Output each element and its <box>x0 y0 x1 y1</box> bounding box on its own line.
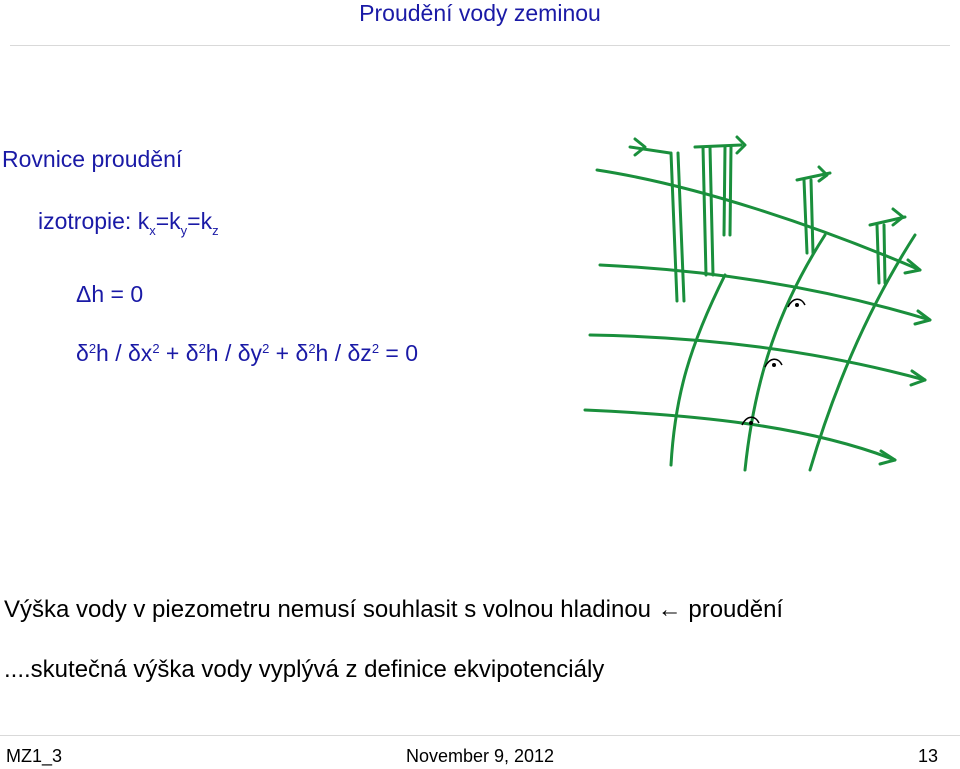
piezometer <box>722 145 727 237</box>
section-heading: Rovnice proudění <box>2 146 183 172</box>
water-level-marker <box>693 143 743 149</box>
eq-exp: 2 <box>88 341 97 356</box>
eq-exp: 2 <box>371 341 380 356</box>
laplace-expanded: δ2h / δx2 + δ2h / δy2 + δ2h / δz2 = 0 <box>76 340 418 370</box>
flow-net-sketch <box>583 135 932 472</box>
streamline <box>595 168 922 272</box>
flow-net-strokes <box>583 135 932 472</box>
equipotential-line <box>743 233 827 472</box>
right-angle-mark <box>764 358 783 368</box>
water-level-marker <box>891 207 905 227</box>
laplace-equation: Δh = 0 <box>76 281 144 307</box>
isotropy-eq2: =k <box>187 208 213 234</box>
right-angle-mark <box>787 298 806 308</box>
right-angle-dot <box>795 303 799 307</box>
eq-exp: 2 <box>198 341 206 356</box>
footer-page-number: 13 <box>917 746 938 766</box>
isotropy-sub-z: z <box>212 223 219 238</box>
equipotential-line <box>669 273 727 467</box>
right-angle-dots <box>749 303 799 425</box>
eq-exp: 2 <box>262 341 270 356</box>
piezometer <box>708 145 715 277</box>
isotropy-condition: izotropie: kx=ky=kz <box>38 208 219 238</box>
water-level-marker <box>817 165 829 183</box>
piezometer <box>676 151 686 303</box>
eq-part: δ <box>76 340 89 366</box>
piezometer <box>669 151 679 303</box>
streamline <box>598 263 932 322</box>
piezometer <box>802 178 809 255</box>
water-level-marker <box>633 137 647 157</box>
footer-divider <box>0 735 960 736</box>
arrowhead <box>903 258 922 275</box>
footer-date: November 9, 2012 <box>405 746 555 766</box>
right-angle-marks <box>741 298 806 426</box>
piezometer <box>809 178 815 255</box>
right-angle-dot <box>772 363 776 367</box>
isotropy-sub-x: x <box>149 223 156 238</box>
piezometer-note: Výška vody v piezometru nemusí souhlasit… <box>4 596 784 623</box>
isotropy-k1: k <box>137 208 150 234</box>
piezometer <box>701 145 708 277</box>
water-level-marker <box>735 135 747 155</box>
eq-part: + δ <box>159 340 199 366</box>
eq-part: h / δx <box>96 340 153 366</box>
equipotential-note: ....skutečná výška vody vyplývá z defini… <box>4 656 605 683</box>
piezometer <box>882 223 887 285</box>
streamline <box>583 408 897 462</box>
piezometer <box>875 223 881 285</box>
isotropy-label: izotropie: <box>38 208 138 234</box>
water-level-marker <box>628 145 672 155</box>
eq-exp: 2 <box>308 341 316 356</box>
footer-course-code: MZ1_3 <box>6 746 63 766</box>
arrowhead <box>909 369 927 387</box>
arrowhead <box>913 309 932 326</box>
page-title: Proudění vody zeminou <box>359 0 601 26</box>
piezometer <box>728 145 733 237</box>
equipotential-line <box>808 233 917 472</box>
streamline <box>588 333 927 382</box>
eq-part: + δ <box>269 340 309 366</box>
isotropy-eq1: =k <box>155 208 181 234</box>
eq-part: h / δz <box>315 340 372 366</box>
isotropy-sub-y: y <box>180 223 188 238</box>
eq-part: h / δy <box>205 340 263 366</box>
right-angle-mark <box>741 416 760 426</box>
eq-exp: 2 <box>152 341 160 356</box>
arrowhead <box>878 449 897 466</box>
header-divider <box>10 45 950 46</box>
right-angle-dot <box>749 421 753 425</box>
eq-part: = 0 <box>379 340 419 366</box>
